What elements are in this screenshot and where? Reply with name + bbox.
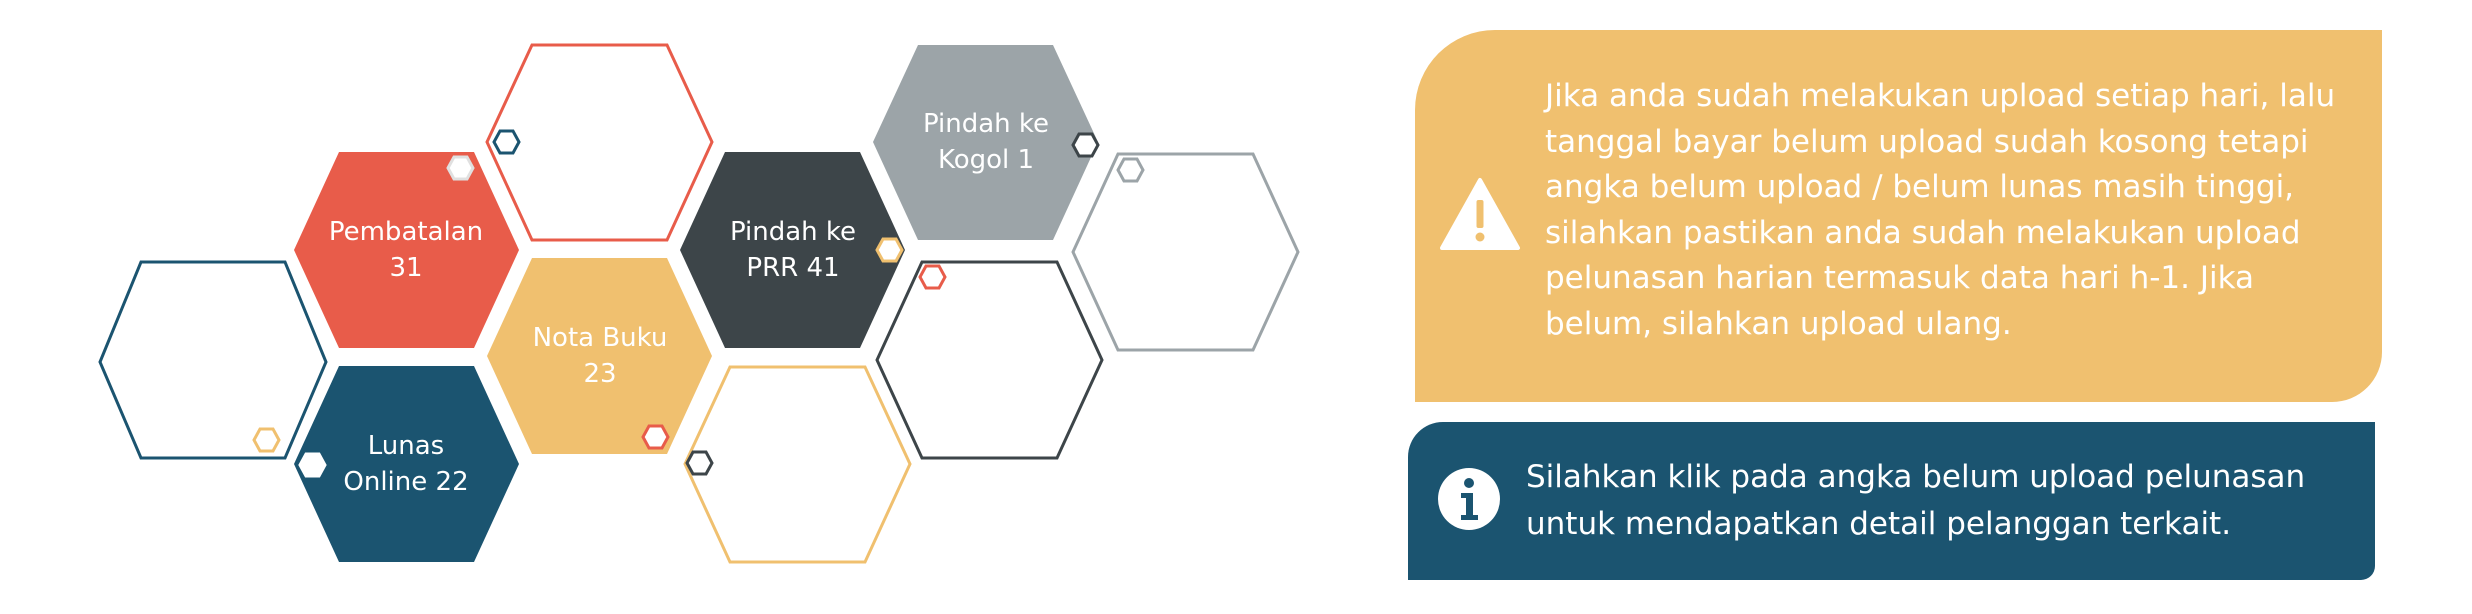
warning-message: Jika anda sudah melakukan upload setiap … xyxy=(1545,78,2336,342)
mini-hex-marker xyxy=(446,155,475,181)
mini-hex-marker xyxy=(492,129,521,155)
mini-hex-marker xyxy=(685,450,714,476)
hex-pindah-prr[interactable]: Pindah ke PRR 41 xyxy=(680,152,905,348)
hex-lunas-online[interactable]: Lunas Online 22 xyxy=(294,366,519,562)
hex-nota-buku-title: Nota Buku xyxy=(533,323,668,353)
mini-hex-marker xyxy=(875,237,904,263)
mini-hex-marker xyxy=(298,452,327,478)
hex-lunas-online-value: Online 22 xyxy=(343,467,468,497)
outline-hex-charcoal xyxy=(875,260,1104,460)
info-panel: Silahkan klik pada angka belum upload pe… xyxy=(1408,422,2375,580)
outline-hex-yellow xyxy=(683,365,912,564)
hex-pembatalan-title: Pembatalan xyxy=(329,217,483,247)
outline-hex-red xyxy=(485,43,714,242)
info-icon xyxy=(1438,468,1500,530)
mini-hex-marker xyxy=(641,424,670,450)
hex-pindah-kogol[interactable]: Pindah ke Kogol 1 xyxy=(873,45,1098,240)
mini-hex-marker xyxy=(1116,157,1145,183)
hex-pindah-prr-value: PRR 41 xyxy=(746,253,839,283)
mini-hex-marker xyxy=(918,264,947,290)
hex-pembatalan[interactable]: Pembatalan 31 xyxy=(294,152,519,348)
hex-nota-buku[interactable]: Nota Buku 23 xyxy=(487,258,712,454)
hex-pembatalan-value: 31 xyxy=(389,253,422,283)
warning-triangle-icon xyxy=(1440,178,1520,250)
hex-pindah-kogol-value: Kogol 1 xyxy=(938,145,1034,175)
outline-hex-navy xyxy=(98,260,328,460)
hex-pindah-kogol-title: Pindah ke xyxy=(923,109,1049,139)
warning-panel: Jika anda sudah melakukan upload setiap … xyxy=(1415,30,2382,402)
info-message: Silahkan klik pada angka belum upload pe… xyxy=(1526,459,2306,542)
hexagon-menu: Pembatalan 31 Nota Buku 23 Lunas Online … xyxy=(98,43,1300,564)
hex-nota-buku-value: 23 xyxy=(583,359,616,389)
outline-hex-gray xyxy=(1071,152,1300,352)
mini-hex-marker xyxy=(1071,132,1100,158)
hex-pindah-prr-title: Pindah ke xyxy=(730,217,856,247)
mini-hex-marker xyxy=(252,427,281,453)
hex-lunas-online-title: Lunas xyxy=(368,431,444,461)
